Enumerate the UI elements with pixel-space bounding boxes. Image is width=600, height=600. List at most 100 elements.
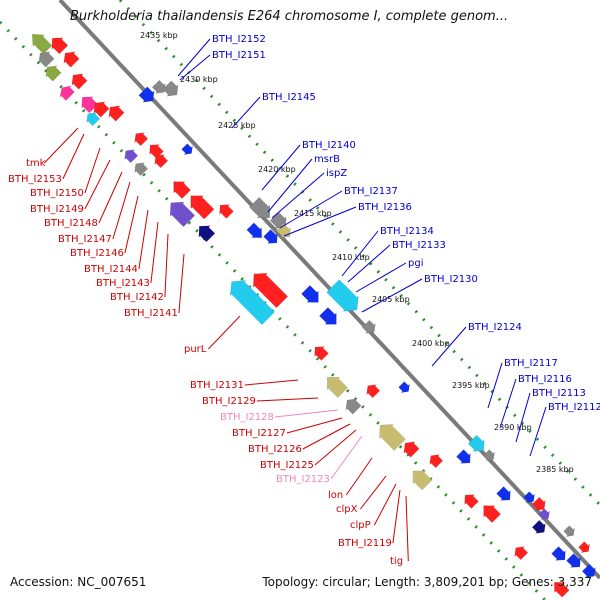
reverse-gene-label: BTH_I2123 xyxy=(276,474,330,485)
tick-label: 2435 kbp xyxy=(140,31,178,40)
reverse-gene-arrow xyxy=(403,441,420,458)
reverse-gene-arrow xyxy=(345,398,362,415)
forward-label-leader xyxy=(179,54,211,81)
forward-gene-arrow xyxy=(269,211,287,229)
reverse-label-leader xyxy=(62,133,85,180)
reverse-gene-arrow xyxy=(71,73,88,90)
reverse-label-leader xyxy=(138,209,149,270)
reverse-gene-arrow xyxy=(124,149,139,164)
reverse-gene-arrow xyxy=(198,225,216,243)
reverse-gene-arrow xyxy=(63,51,80,68)
forward-gene-arrow xyxy=(248,196,271,219)
reverse-gene-label: BTH_I2128 xyxy=(220,412,274,423)
forward-gene-arrow xyxy=(246,222,262,238)
reverse-label-leader xyxy=(274,409,339,418)
forward-gene-label: msrB xyxy=(314,154,340,165)
reverse-label-leader xyxy=(256,397,319,402)
forward-gene-label: BTH_I2137 xyxy=(344,186,398,197)
reverse-gene-arrow xyxy=(154,154,169,169)
reverse-label-leader xyxy=(43,127,79,164)
tick-label: 2395 kbp xyxy=(452,381,490,390)
forward-label-leader xyxy=(515,392,531,443)
reverse-label-leader xyxy=(178,253,185,314)
reverse-gene-arrow xyxy=(219,204,234,219)
forward-gene-arrow xyxy=(398,381,410,393)
forward-gene-arrow xyxy=(319,307,337,325)
reverse-gene-arrow xyxy=(173,181,191,199)
forward-label-leader xyxy=(341,230,379,277)
forward-gene-arrow xyxy=(162,80,179,97)
reverse-label-leader xyxy=(330,435,363,480)
reverse-label-leader xyxy=(150,221,159,284)
reverse-gene-label: BTH_I2141 xyxy=(124,308,178,319)
forward-gene-arrow xyxy=(456,449,471,464)
reverse-gene-label: BTH_I2144 xyxy=(84,264,138,275)
reverse-gene-label: purL xyxy=(184,344,207,355)
tick-label: 2430 kbp xyxy=(180,75,218,84)
forward-label-leader xyxy=(361,278,423,313)
tick-label: 2415 kbp xyxy=(294,209,332,218)
forward-label-leader xyxy=(347,244,391,283)
forward-gene-label: BTH_I2112 xyxy=(548,402,600,413)
reverse-gene-label: BTH_I2125 xyxy=(260,460,314,471)
reverse-gene-arrow xyxy=(412,470,433,491)
reverse-label-leader xyxy=(392,489,401,544)
forward-gene-arrow xyxy=(263,229,278,244)
forward-gene-label: BTH_I2113 xyxy=(532,388,586,399)
reverse-gene-arrow xyxy=(86,112,101,127)
forward-label-leader xyxy=(283,206,357,237)
reverse-label-leader xyxy=(84,147,101,194)
reverse-label-leader xyxy=(112,181,131,240)
forward-gene-label: BTH_I2151 xyxy=(212,50,266,61)
reverse-gene-label: lon xyxy=(328,490,343,501)
reverse-gene-arrow xyxy=(169,201,196,228)
tick-label: 2405 kbp xyxy=(372,295,410,304)
forward-gene-label: ispZ xyxy=(326,168,347,179)
reverse-label-leader xyxy=(302,423,351,450)
tick-label: 2420 kbp xyxy=(258,165,296,174)
forward-gene-label: BTH_I2140 xyxy=(302,140,356,151)
reverse-gene-arrow xyxy=(108,105,125,122)
reverse-label-leader xyxy=(124,195,139,254)
reverse-gene-arrow xyxy=(464,494,479,509)
reverse-gene-label: BTH_I2143 xyxy=(96,278,150,289)
forward-gene-label: BTH_I2134 xyxy=(380,226,434,237)
reverse-gene-label: tig xyxy=(390,556,403,567)
reverse-label-leader xyxy=(373,483,397,526)
forward-label-leader xyxy=(487,362,503,409)
forward-gene-label: pgi xyxy=(408,258,423,269)
reverse-gene-arrow xyxy=(429,454,444,469)
forward-gene-label: BTH_I2133 xyxy=(392,240,446,251)
reverse-label-leader xyxy=(208,315,241,350)
forward-gene-label: BTH_I2145 xyxy=(262,92,316,103)
forward-gene-label: BTH_I2152 xyxy=(212,34,266,45)
forward-gene-arrow xyxy=(523,491,535,503)
forward-label-leader xyxy=(231,96,261,129)
tick-label: 2425 kbp xyxy=(218,121,256,130)
reverse-gene-arrow xyxy=(554,582,570,598)
reverse-gene-label: BTH_I2129 xyxy=(202,396,256,407)
reverse-gene-arrow xyxy=(45,65,62,82)
reverse-label-leader xyxy=(98,171,123,224)
reverse-gene-label: BTH_I2148 xyxy=(44,218,98,229)
forward-gene-label: BTH_I2116 xyxy=(518,374,572,385)
forward-label-leader xyxy=(261,144,301,191)
forward-label-leader xyxy=(271,172,325,219)
forward-label-leader xyxy=(355,262,407,293)
reverse-label-leader xyxy=(164,233,169,298)
reverse-gene-label: tmk xyxy=(26,158,46,169)
reverse-gene-arrow xyxy=(190,195,215,220)
reverse-gene-label: BTH_I2119 xyxy=(338,538,392,549)
tick-label: 2410 kbp xyxy=(332,253,370,262)
forward-label-leader xyxy=(499,378,517,429)
forward-gene-label: BTH_I2130 xyxy=(424,274,478,285)
tick-label: 2400 kbp xyxy=(412,339,450,348)
forward-gene-arrow xyxy=(361,319,376,334)
reverse-label-leader xyxy=(360,475,387,510)
reverse-label-leader xyxy=(314,429,357,466)
forward-gene-arrow xyxy=(563,525,575,537)
reverse-gene-arrow xyxy=(149,144,164,159)
reverse-gene-arrow xyxy=(38,51,55,68)
reverse-gene-arrow xyxy=(252,272,289,309)
